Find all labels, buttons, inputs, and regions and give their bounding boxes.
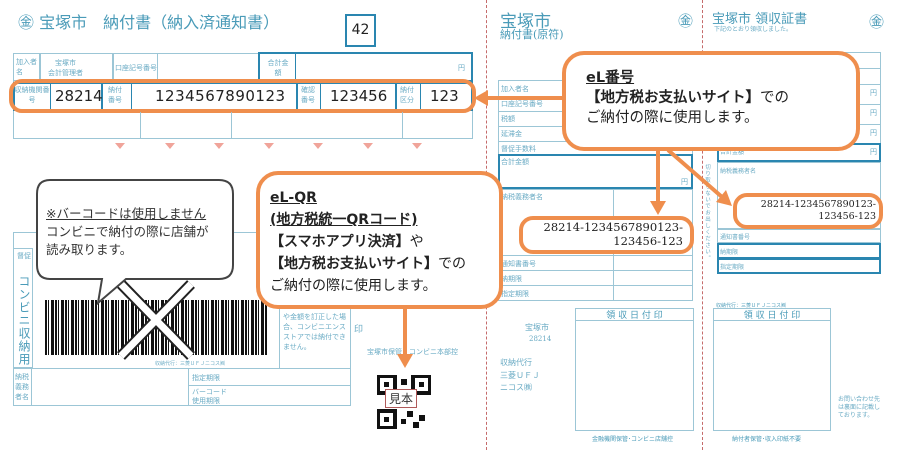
receipt-footer: 納付者保管･収入印紙不要: [732, 436, 802, 443]
stub-row-label: 指定期限: [501, 290, 529, 298]
stub-row-label: 加入者名: [501, 85, 529, 93]
storage-note: 宝塚市保管 コンビニ本部控: [367, 348, 458, 356]
yen-label: 円: [458, 64, 465, 72]
callout-subheading: (地方税統一QRコード): [270, 212, 418, 228]
stub-row-label: 納期限: [501, 275, 522, 283]
total-amount-label: 合計金額: [501, 158, 529, 166]
el-number-highlight: [9, 79, 476, 113]
receipt-stamp-box: [713, 308, 831, 431]
callout-bold-text: 【地方税お支払いサイト】: [586, 90, 760, 106]
barcode-note-heading: ※バーコードは使用しません: [46, 206, 207, 221]
stub-row-label: 督促手数料: [501, 145, 536, 153]
cut-line: [702, 0, 703, 450]
callout-text: での: [438, 256, 466, 272]
seal-label: 印: [354, 325, 364, 335]
stamp-title: 領 収 日 付 印: [606, 311, 663, 321]
stamp-title: 領 収 日 付 印: [743, 311, 801, 321]
city-code: 28214: [529, 335, 552, 343]
taxpayer-name-label: 納税義務者名: [501, 193, 543, 201]
yen-label: 円: [870, 129, 877, 137]
payment-category: 123: [430, 87, 459, 105]
callout-bold-text: 【地方税お支払いサイト】: [270, 256, 438, 272]
stub-row-label: 延滞金: [501, 130, 522, 138]
total-amount-label: 合計金額: [267, 59, 289, 77]
callout-heading: eL番号: [586, 70, 635, 86]
yen-label: 円: [681, 178, 688, 186]
designated-deadline-label: 指定期限: [192, 374, 220, 382]
barcode-note-line: 読み取ります。: [46, 242, 133, 257]
account-number-label: 口座記号番号: [115, 64, 157, 72]
stub-footer: 金融機関保管･コンビニ店舗控: [592, 436, 674, 443]
correction-note: や金額を訂正した場合、コンビニエンスストアでは納付できません。: [283, 313, 346, 351]
barcode-note-line: コンビニで納付の際に店舗が: [46, 224, 209, 239]
institution-number: 28214: [55, 87, 103, 105]
stub-row-label: 納期限: [720, 249, 739, 256]
receipt-agent: 収納代行：三菱ＵＦＪニコス㈱: [716, 303, 787, 309]
barcode-deadline-label: バーコード使用期限: [192, 388, 227, 405]
agent-label: 収納代行: [500, 358, 532, 367]
public-mark-icon: ㊎: [18, 13, 35, 32]
payer-name-label: 加入者名: [16, 58, 37, 76]
yen-label: 円: [870, 89, 877, 97]
el-number-callout: eL番号 【地方税お支払いサイト】での ご納付の際に使用します。: [562, 51, 860, 151]
confirmation-number-label: 確認番号: [301, 86, 315, 104]
inquiry-note: お問い合わせ先は裏面に記載しております。: [838, 396, 881, 419]
stub-row-label: 通知書番号: [720, 234, 751, 241]
stub-subtitle: 納付書(原符): [500, 28, 564, 41]
receipt-stamp-box: [575, 308, 694, 431]
yen-label: 円: [870, 109, 877, 117]
total-amount-label: 合計金額: [720, 149, 745, 156]
institution-number-label: 収納機関番号: [14, 86, 50, 104]
city-label: 宝塚市: [525, 323, 549, 332]
callout-text: ご納付の際に使用します。: [270, 278, 437, 294]
public-mark-icon: ㊎: [869, 13, 885, 31]
callout-bold-text: 【スマホアプリ決済】: [270, 234, 410, 250]
payer-value: 宝塚市 会計管理者: [48, 59, 83, 77]
cut-note: 切り取らないでお出しください。: [704, 164, 710, 262]
cross-out-icon: [117, 280, 195, 360]
payment-number-label: 納付番号: [108, 86, 122, 104]
taxpayer-name-label: 納税義務者名: [720, 168, 757, 175]
callout-text: での: [760, 90, 789, 106]
yen-label: 円: [870, 148, 877, 156]
stub-title: 宝塚市: [500, 12, 551, 32]
slip-title: ㊎ 宝塚市 納付書（納入済通知書）: [18, 13, 280, 32]
receipt-title: 宝塚市 領収証書: [712, 12, 808, 27]
stub-row-label: 通知書番号: [501, 260, 536, 268]
receipt-subtitle: 下記のとおり領収しました。: [714, 26, 793, 33]
callout-text: ご納付の際に使用します。: [586, 110, 759, 126]
receipt-el-number: 28214-1234567890123- 123456-123: [760, 199, 876, 222]
stub-row-label: 口座記号番号: [501, 100, 543, 108]
el-qr-callout: eL-QR (地方税統一QRコード) 【スマホアプリ決済】や 【地方税お支払いサ…: [256, 171, 503, 309]
sample-label: 見本: [385, 389, 418, 408]
callout-text: や: [409, 234, 424, 250]
callout-heading: eL-QR: [270, 190, 317, 206]
stub-row-label: 指定期限: [720, 264, 745, 271]
public-mark-icon: ㊎: [678, 12, 694, 30]
payment-number: 1234567890123: [155, 87, 286, 105]
barcode-callout-text: ※バーコードは使用しません コンビニで納付の際に店舗が 読み取ります。: [46, 205, 209, 259]
agent-name: 三菱ＵＦＪ ニコス㈱: [500, 371, 540, 392]
barcode-agent: 収納代行：三菱ＵＦＪニコス㈱: [155, 361, 226, 367]
taxpayer-name-label: 納税義務者名: [15, 373, 29, 401]
stub-el-number: 28214-1234567890123- 123456-123: [543, 220, 683, 248]
barcode-callout-bubble: [36, 179, 234, 306]
payment-category-label: 納付区分: [400, 86, 414, 104]
dunning-label: 督促: [17, 252, 31, 260]
confirmation-number: 123456: [330, 87, 388, 105]
page-number: 42: [345, 14, 376, 47]
stub-row-label: 税額: [501, 115, 515, 123]
convenience-vertical-label: コンビニ収納用: [17, 275, 31, 366]
